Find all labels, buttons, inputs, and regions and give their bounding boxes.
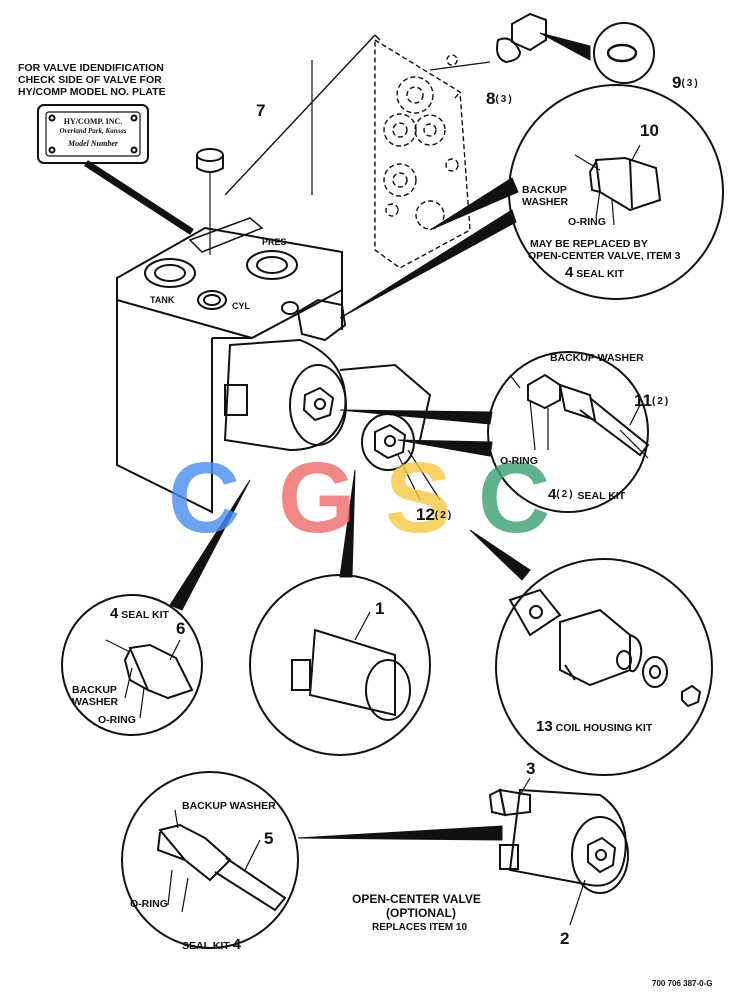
seal-kit-bottom-label: SEAL KIT [182, 940, 230, 952]
port-cyl: CYL [232, 301, 250, 311]
footer-code: 700 706 387-0-G [652, 979, 713, 988]
seal-kit-top-num: 4 [565, 264, 574, 281]
part-11 [509, 373, 650, 459]
item-13: 13 [536, 718, 553, 735]
label-washer-6: WASHER [72, 696, 119, 708]
item-8-plug [496, 12, 547, 64]
valve-body [116, 217, 343, 514]
label-o-ring-5: O-RING [130, 898, 168, 910]
coil-housing-kit-text: COIL HOUSING KIT [555, 722, 653, 734]
seal-kit-bottom: SEAL KIT 4 [182, 936, 241, 954]
part-6 [105, 639, 194, 719]
seal-kit-left: 4 SEAL KIT [110, 605, 169, 623]
header-note-line-1: FOR VALVE IDENDIFICATION [18, 62, 164, 74]
watermark-letter-c2: C [478, 442, 551, 554]
item-3: 3 [526, 759, 536, 778]
coil-housing-kit-label: 13 COIL HOUSING KIT [536, 718, 652, 736]
item-7-plug [196, 148, 224, 255]
port-tank: TANK [150, 295, 175, 305]
seal-kit-top-label: SEAL KIT [576, 268, 624, 280]
dashed-manifold [374, 38, 471, 269]
seal-kit-top: 4 SEAL KIT [565, 264, 624, 282]
watermark-letter-c1: C [168, 442, 241, 554]
label-backup-6: BACKUP [72, 684, 117, 696]
nameplate-company: HY/COMP. INC. [63, 117, 123, 126]
item-9-qty: (3) [681, 78, 700, 89]
nameplate-location: Overland Park, Kansas [59, 127, 127, 135]
part-1-coil [291, 611, 411, 721]
item-5: 5 [264, 829, 274, 848]
label-backup-washer-11: BACKUP WASHER [550, 352, 644, 364]
item-6: 6 [176, 619, 186, 638]
open-center-line-3: REPLACES ITEM 10 [372, 922, 468, 933]
part-5 [156, 809, 287, 913]
label-backup-10: BACKUP [522, 184, 567, 196]
open-center-valve [488, 777, 629, 926]
part-10 [574, 144, 662, 226]
seal-kit-left-num: 4 [110, 605, 119, 622]
seal-kit-right-label: SEAL KIT [577, 490, 626, 502]
label-backup-washer-5: BACKUP WASHER [182, 800, 276, 812]
item-1: 1 [375, 599, 385, 618]
seal-kit-right-qty: (2) [556, 489, 575, 500]
item-11-number: 11 [634, 391, 652, 410]
label-o-ring-11: O-RING [500, 455, 538, 467]
seal-kit-right-num: 4 [548, 486, 557, 503]
solenoid-coil [223, 338, 432, 452]
item-12-number: 12 [416, 505, 435, 524]
item-2: 2 [560, 929, 570, 948]
label-washer-10: WASHER [522, 196, 569, 208]
item-8: 8(3) [486, 90, 514, 109]
item-11: 11(2) [634, 392, 670, 411]
item-12: 12(2) [416, 506, 453, 525]
item-8-number: 8 [486, 89, 496, 108]
item-7: 7 [256, 101, 266, 120]
nameplate-model: Model Number [68, 139, 118, 148]
watermark-letter-g: G [278, 442, 356, 554]
seal-kit-bottom-num: 4 [232, 936, 241, 953]
label-o-ring-6: O-RING [98, 714, 136, 726]
header-note-line-3: HY/COMP MODEL NO. PLATE [18, 86, 166, 98]
seal-kit-left-label: SEAL KIT [121, 609, 169, 621]
port-pres: PRES [262, 237, 287, 247]
item-8-qty: (3) [495, 94, 514, 105]
coil-housing-kit [508, 588, 702, 708]
item-12-qty: (2) [434, 510, 454, 521]
item-11-qty: (2) [651, 396, 671, 407]
item-9-number: 9 [672, 73, 682, 92]
open-center-line-2: (OPTIONAL) [386, 906, 456, 920]
open-center-line-1: OPEN-CENTER VALVE [352, 892, 481, 906]
item-9: 9(3) [672, 74, 700, 93]
watermark-letter-s: S [385, 442, 452, 554]
seal-kit-right: 4(2) SEAL KIT [548, 486, 625, 504]
label-replaced-2: OPEN-CENTER VALVE, ITEM 3 [528, 250, 681, 262]
header-note-line-2: CHECK SIDE OF VALVE FOR [18, 74, 162, 86]
item-10: 10 [640, 121, 659, 140]
label-o-ring-10: O-RING [568, 216, 606, 228]
label-replaced-1: MAY BE REPLACED BY [530, 238, 648, 250]
